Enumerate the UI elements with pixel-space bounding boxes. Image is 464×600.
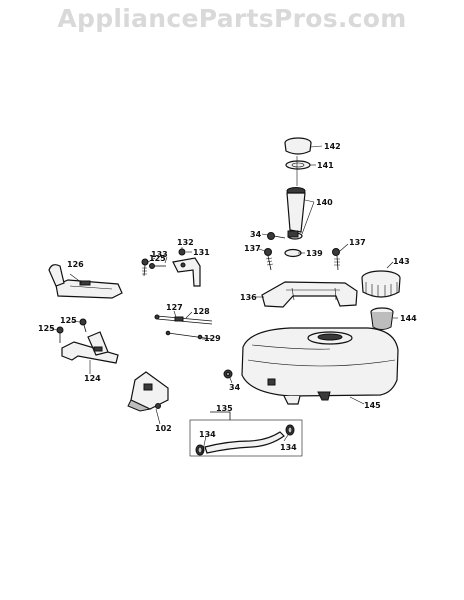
part-tank-shield[interactable] bbox=[261, 281, 358, 308]
part-bolt-137-left[interactable] bbox=[264, 248, 274, 271]
label-137-right: 137 bbox=[349, 238, 366, 247]
part-throttle-bracket[interactable] bbox=[172, 257, 201, 287]
label-139: 139 bbox=[306, 249, 323, 258]
label-128: 128 bbox=[193, 307, 210, 316]
label-125-top: 125 bbox=[149, 254, 166, 263]
label-129: 129 bbox=[204, 334, 221, 343]
part-choke-cable[interactable] bbox=[165, 330, 213, 340]
label-34-bottom: 34 bbox=[229, 383, 241, 392]
part-gasket-ring[interactable] bbox=[285, 160, 311, 170]
part-fuel-tank[interactable] bbox=[241, 327, 399, 405]
label-133: 133 bbox=[151, 250, 168, 259]
label-124: 124 bbox=[84, 374, 101, 383]
label-131: 131 bbox=[193, 248, 210, 257]
label-144: 144 bbox=[400, 314, 417, 323]
part-fuel-strainer[interactable] bbox=[370, 307, 394, 330]
part-bolt-137-right[interactable] bbox=[332, 248, 341, 271]
label-143: 143 bbox=[393, 257, 410, 266]
label-34-top: 34 bbox=[250, 230, 262, 239]
part-tank-cap[interactable] bbox=[361, 270, 401, 298]
part-screw-125-a[interactable] bbox=[141, 258, 149, 277]
label-127: 127 bbox=[166, 303, 183, 312]
part-screw-125-b[interactable] bbox=[79, 318, 87, 333]
label-141: 141 bbox=[317, 161, 334, 170]
leader-lines bbox=[49, 145, 398, 456]
part-screw-34-top[interactable] bbox=[267, 232, 286, 240]
part-fuel-line-kit[interactable] bbox=[189, 411, 303, 457]
label-142: 142 bbox=[324, 142, 341, 151]
label-135: 135 bbox=[216, 404, 233, 413]
label-125-mid: 125 bbox=[60, 316, 77, 325]
label-134-left: 134 bbox=[199, 430, 216, 439]
part-control-cover[interactable] bbox=[48, 264, 123, 299]
part-filler-neck[interactable] bbox=[286, 156, 306, 240]
label-125-left: 125 bbox=[38, 324, 55, 333]
part-screw-125-c[interactable] bbox=[56, 326, 64, 343]
label-136: 136 bbox=[240, 293, 257, 302]
part-screw-133[interactable] bbox=[149, 263, 167, 269]
part-fuel-cap[interactable] bbox=[284, 137, 312, 155]
label-132: 132 bbox=[177, 238, 194, 247]
part-hose-clamp-b[interactable] bbox=[285, 424, 295, 436]
label-140: 140 bbox=[316, 198, 333, 207]
label-145: 145 bbox=[364, 401, 381, 410]
part-bracket-102[interactable] bbox=[127, 371, 169, 412]
part-control-bracket[interactable] bbox=[61, 331, 119, 364]
part-throttle-cable[interactable] bbox=[154, 314, 213, 325]
part-hose-clamp-a[interactable] bbox=[195, 444, 205, 456]
part-nut-132[interactable] bbox=[178, 248, 186, 256]
label-126: 126 bbox=[67, 260, 84, 269]
part-screw-34-bottom[interactable] bbox=[223, 369, 233, 379]
watermark-text: AppliancePartsPros.com bbox=[57, 4, 407, 33]
label-134-right: 134 bbox=[280, 443, 297, 452]
label-137-left: 137 bbox=[244, 244, 261, 253]
label-102: 102 bbox=[155, 424, 172, 433]
